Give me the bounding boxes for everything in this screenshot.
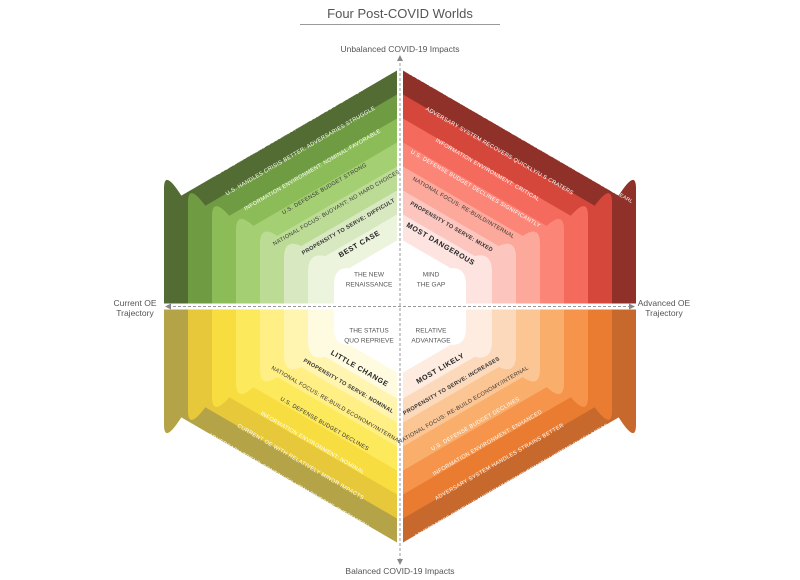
axis-label-left-line2: Trajectory [116,308,154,318]
core-bottom-left [334,309,397,373]
axis-label-left-line1: Current OE [113,298,157,308]
axis-label-right: Advanced OE Trajectory [626,298,702,318]
center-label-top-left-1: RENAISSANCE [346,282,393,289]
core-top-left [334,240,397,304]
axis-label-bottom: Balanced COVID-19 Impacts [345,566,455,576]
center-label-bottom-left-1: QUO REPRIEVE [344,338,394,345]
core-bottom-right [403,309,466,373]
center-label-bottom-right-0: RELATIVE [416,328,448,335]
axes [165,55,635,565]
center-label-top-right-1: THE GAP [417,282,446,289]
axis-label-top: Unbalanced COVID-19 Impacts [340,44,460,54]
center-label-top-right-0: MIND [423,272,440,279]
axis-label-right-line1: Advanced OE [637,298,691,308]
axis-label-right-line2: Trajectory [645,308,683,318]
axis-label-left: Current OE Trajectory [100,298,170,318]
title-underline [300,24,500,25]
diagram-title: Four Post-COVID Worlds [327,6,473,21]
center-label-bottom-left-0: THE STATUS [349,328,389,335]
center-label-bottom-right-1: ADVANTAGE [411,338,451,345]
center-label-top-left-0: THE NEW [354,272,385,279]
core-top-right [403,240,466,304]
